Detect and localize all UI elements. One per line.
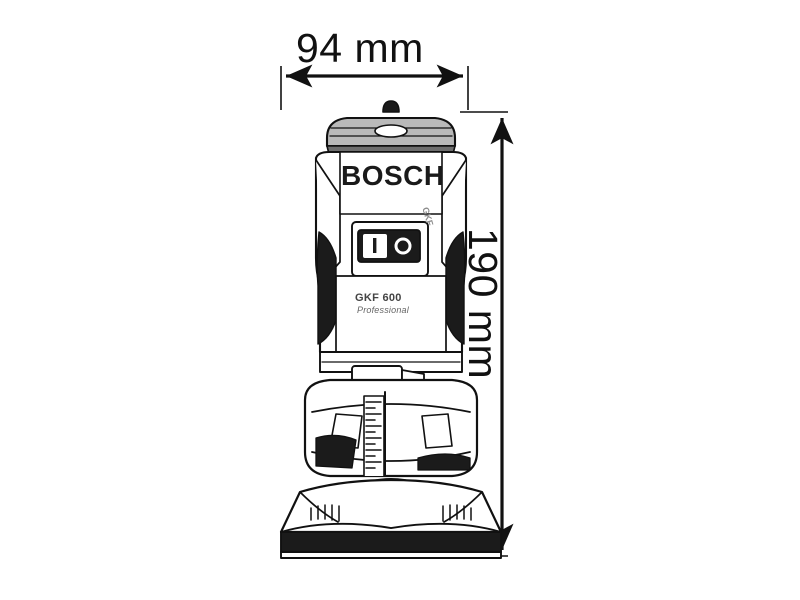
router-illustration <box>279 100 503 559</box>
width-dimension-annotation <box>280 64 469 110</box>
base-plate-edge <box>280 551 502 559</box>
grip-panel-right <box>445 231 466 345</box>
model-name-text: GKF 600 <box>355 292 402 304</box>
power-cable-stub <box>382 100 400 113</box>
base-plate-sole <box>280 531 502 553</box>
brand-logo-text: BOSCH <box>341 160 445 191</box>
base-window-right <box>421 413 453 449</box>
base-plate-skirt <box>279 478 503 534</box>
grip-panel-left <box>316 231 337 345</box>
switch-off-marking-icon <box>394 237 412 255</box>
base-plate-grip-texture <box>310 504 472 522</box>
width-dimension-label: 94 mm <box>296 25 424 71</box>
switch-on-marking-icon <box>373 238 377 253</box>
base-shadow-left <box>315 434 357 469</box>
base-plate-rib-right <box>443 491 483 523</box>
base-plate-wave-edge <box>280 522 502 533</box>
depth-scale-ticks <box>365 401 382 469</box>
height-dimension-label: 190 mm <box>460 228 506 380</box>
top-cap-vent-port <box>374 124 408 138</box>
brand-nameplate-panel <box>339 151 443 215</box>
base-plate-rib-left <box>299 491 339 523</box>
model-tier-text: Professional <box>357 305 409 315</box>
base-contour-top <box>311 403 471 413</box>
base-shadow-right <box>417 453 471 471</box>
